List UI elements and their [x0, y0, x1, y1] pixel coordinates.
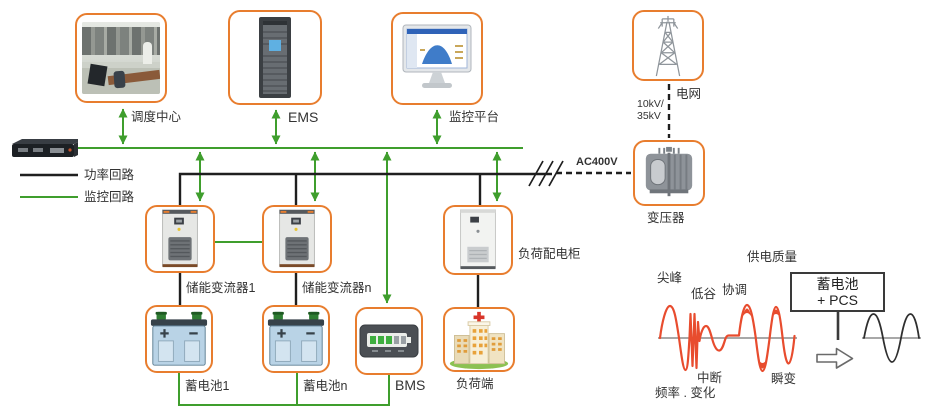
battery-pcs-box: 蓄电池 + PCS	[790, 272, 885, 312]
distorted-wave	[658, 303, 796, 373]
load-cabinet-label: 负荷配电柜	[518, 247, 581, 261]
battery-bms-loop	[178, 373, 390, 406]
interruption-label: 中断	[697, 371, 723, 385]
coordination-label: 协调	[722, 283, 748, 297]
battery-n-node	[262, 305, 330, 373]
ac400v-label: AC400V	[576, 156, 618, 168]
transformer-icon	[645, 146, 693, 197]
converter-cabinet-icon	[162, 209, 198, 268]
transient-label: 瞬变	[771, 372, 797, 386]
battery-gauge-icon	[359, 324, 419, 358]
wave-trough-fill	[758, 359, 767, 369]
battery-pcs-line1: 蓄电池	[816, 275, 859, 292]
battery-pcs-line2: + PCS	[817, 292, 858, 308]
converter-n-node	[262, 205, 332, 273]
load-cabinet-node	[443, 205, 513, 275]
battery-n-label: 蓄电池n	[303, 379, 348, 393]
control-room-photo	[82, 22, 160, 94]
transmission-tower-icon	[655, 15, 681, 76]
monitor-platform-node	[391, 12, 483, 105]
network-switch-icon	[12, 139, 78, 157]
converter-cabinet-icon	[279, 209, 315, 268]
bms-node	[355, 307, 423, 375]
grid-label: 电网	[676, 87, 702, 101]
ems-label: EMS	[288, 109, 319, 125]
dispatch-center-node	[75, 13, 167, 103]
block-right-arrow-icon	[816, 347, 854, 369]
converter-n-label: 储能变流器n	[302, 281, 372, 295]
grid-voltage-label: 10kV/ 35kV	[637, 98, 664, 122]
clean-sine-wave	[863, 313, 920, 363]
buildings-icon	[449, 311, 509, 369]
power-quality-label: 供电质量	[747, 250, 798, 264]
ems-node	[228, 10, 322, 105]
spike-label: 尖峰	[657, 271, 683, 285]
battery-icon	[267, 311, 325, 366]
valley-label: 低谷	[691, 287, 717, 301]
transformer-label: 变压器	[647, 211, 685, 225]
load-end-node	[443, 307, 515, 372]
power-bus-line	[178, 172, 552, 205]
monitor-label: 监控平台	[449, 110, 500, 124]
legend-monitoring-label: 监控回路	[84, 190, 135, 204]
load-end-label: 负荷端	[456, 377, 494, 391]
wave-crest-fill-1	[742, 308, 752, 317]
frequency-label: 频率 . 变化	[655, 386, 716, 400]
bms-label: BMS	[395, 377, 426, 393]
desktop-monitor-icon	[402, 24, 472, 88]
battery1-node	[145, 305, 213, 373]
three-phase-slashes	[528, 160, 564, 187]
battery-icon	[150, 311, 208, 366]
converter1-label: 储能变流器1	[186, 281, 256, 295]
grid-voltage-line2: 35kV	[637, 110, 661, 123]
battery1-label: 蓄电池1	[185, 379, 230, 393]
converter1-node	[145, 205, 215, 273]
grid-voltage-line1: 10kV/	[637, 98, 664, 110]
dispatch-label: 调度中心	[131, 110, 182, 124]
grid-node	[632, 10, 704, 81]
server-rack-icon	[259, 16, 291, 98]
transformer-node	[633, 140, 705, 206]
distribution-cabinet-icon	[460, 209, 496, 270]
wave-crest-fill-2	[771, 309, 781, 318]
legend-power-label: 功率回路	[84, 168, 135, 182]
